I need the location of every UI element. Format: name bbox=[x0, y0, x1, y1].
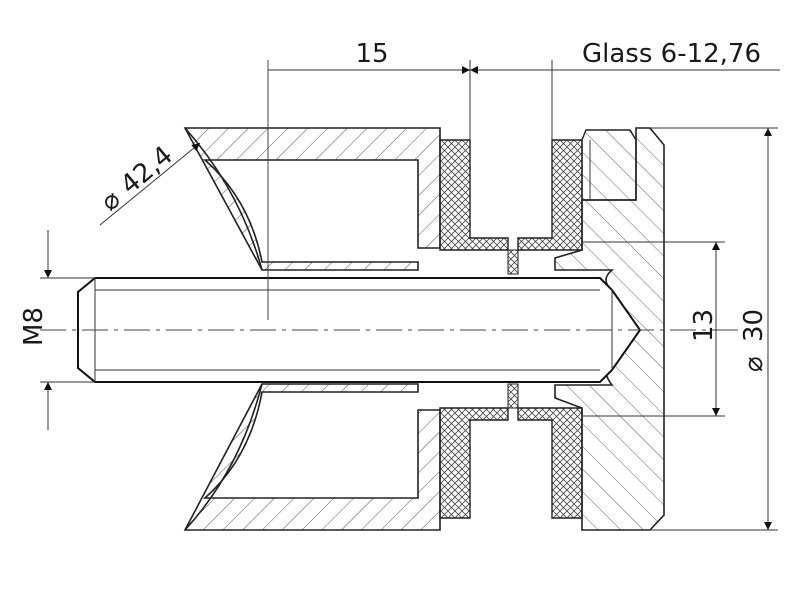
sleeve bbox=[183, 127, 441, 531]
cap-pin bbox=[581, 129, 637, 201]
dim-outer-symbol: ⌀ bbox=[739, 356, 769, 372]
sleeve-curve-top bbox=[184, 127, 263, 271]
dimension-42-4: ⌀ 42,4 bbox=[95, 140, 201, 226]
gasket-left-top bbox=[439, 139, 509, 251]
dimension-m8: M8 bbox=[19, 230, 95, 430]
gasket-left-bottom bbox=[439, 407, 509, 519]
dimension-13: 13 bbox=[582, 241, 725, 417]
gaskets bbox=[439, 139, 583, 519]
dim-diameter-label: 42,4 bbox=[115, 140, 179, 200]
dimension-30: ⌀ 30 bbox=[650, 127, 778, 531]
thread-label: M8 bbox=[19, 307, 49, 346]
gasket-sleeve-top bbox=[507, 249, 519, 275]
sleeve-curve-bottom bbox=[184, 383, 263, 531]
dim-outer-label: 30 bbox=[739, 309, 769, 342]
gasket-right-bottom bbox=[517, 407, 583, 519]
sleeve-upper bbox=[183, 127, 441, 271]
dim-inner-label: 13 bbox=[689, 309, 719, 342]
dim-diameter-symbol: ⌀ bbox=[95, 184, 126, 217]
dimension-15: 15 Glass 6-12,76 bbox=[268, 39, 780, 140]
glass-label: Glass 6-12,76 bbox=[582, 39, 761, 69]
sleeve-lower bbox=[183, 383, 441, 531]
gasket-right-top bbox=[517, 139, 583, 251]
gasket-sleeve-bottom bbox=[507, 383, 519, 409]
dim-width-label: 15 bbox=[355, 39, 388, 69]
